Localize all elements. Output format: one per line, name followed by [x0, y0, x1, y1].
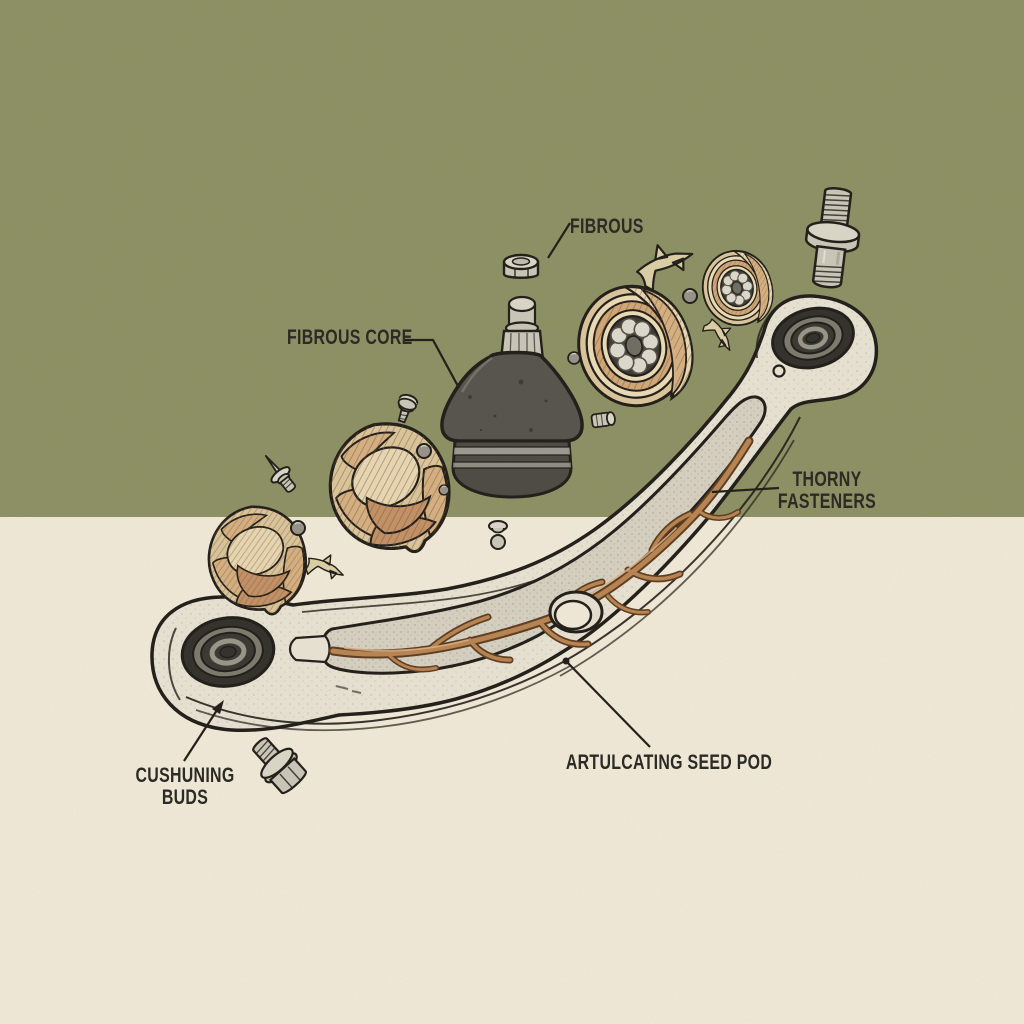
label-cushioning-buds: CUSHUNING BUDS	[118, 764, 252, 808]
label-fibrous: FIBROUS	[570, 215, 670, 237]
label-fibrous-core-text: FIBROUS CORE	[287, 325, 413, 349]
label-fibrous-text: FIBROUS	[570, 214, 644, 238]
label-thorny-line1: THORNY	[792, 467, 862, 491]
label-thorny-fasteners: THORNY FASTENERS	[761, 468, 894, 512]
label-fibrous-core: FIBROUS CORE	[287, 326, 457, 348]
label-articulating-text: ARTULCATING SEED POD	[565, 750, 773, 774]
label-thorny-line2: FASTENERS	[777, 489, 877, 513]
label-cushioning-line2: BUDS	[161, 785, 209, 809]
label-cushioning-line1: CUSHUNING	[135, 763, 235, 787]
label-articulating-seed-pod: ARTULCATING SEED POD	[530, 751, 809, 773]
